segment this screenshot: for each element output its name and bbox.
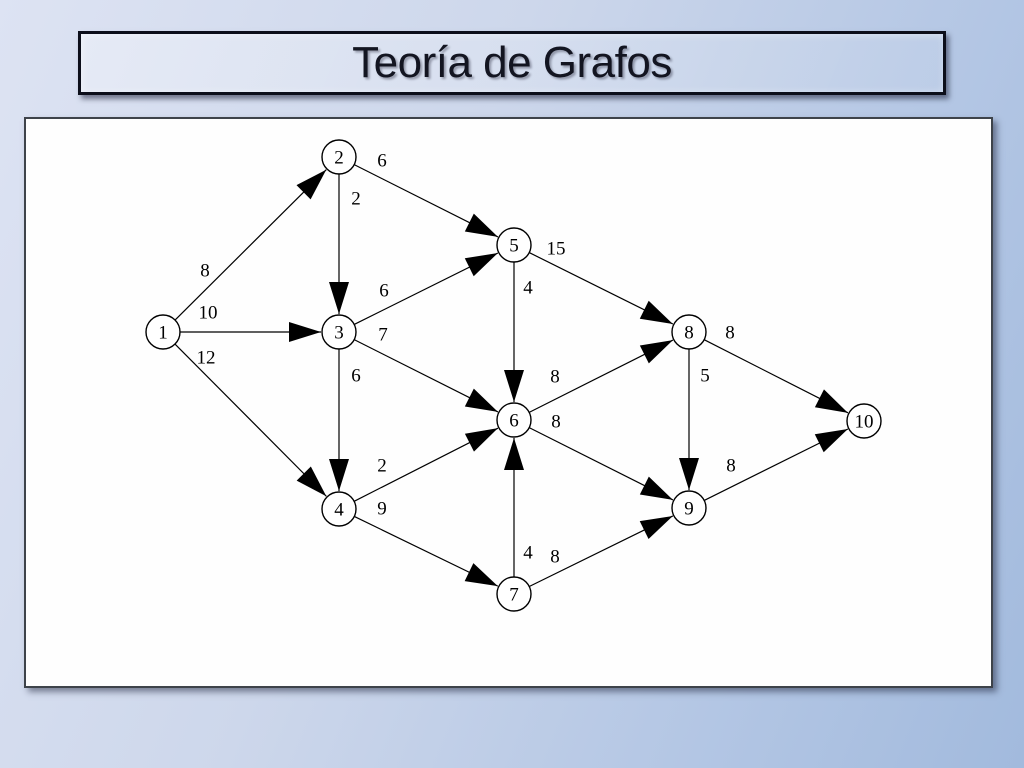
- arrowhead-icon-5-6: [504, 370, 524, 402]
- arrowhead-icon-6-9: [639, 476, 673, 500]
- edge-weight-4-7: 9: [377, 499, 387, 520]
- arrowhead-icon-8-10: [814, 389, 848, 413]
- node-label-8: 8: [684, 323, 694, 344]
- edge-weight-8-10: 8: [725, 323, 735, 344]
- graph-node-7: [496, 576, 532, 612]
- graph-node-1: [145, 314, 181, 350]
- graph-node-9: [671, 490, 707, 526]
- arrowhead-icon-2-5: [464, 213, 498, 237]
- graph-edge-1-2: [174, 169, 327, 321]
- edge-weight-2-3: 2: [351, 189, 361, 210]
- node-label-1: 1: [158, 323, 168, 344]
- node-label-4: 4: [334, 500, 344, 521]
- arrowhead-icon-3-6: [464, 388, 498, 412]
- node-label-7: 7: [509, 585, 519, 606]
- node-label-6: 6: [509, 411, 519, 432]
- graph-edge-1-4: [174, 343, 327, 497]
- arrowhead-icon-1-4: [296, 466, 327, 497]
- edge-weight-3-4: 6: [351, 366, 361, 387]
- graph-node-3: [321, 314, 357, 350]
- edge-weight-3-5: 6: [379, 281, 389, 302]
- arrowhead-icon-5-8: [639, 300, 673, 324]
- edge-weight-4-6: 2: [377, 456, 387, 477]
- edge-weight-1-3: 10: [199, 303, 218, 324]
- edge-weight-5-6: 4: [523, 278, 533, 299]
- graph-node-5: [496, 227, 532, 263]
- node-label-3: 3: [334, 323, 344, 344]
- edge-weight-8-9: 5: [700, 366, 710, 387]
- arrowhead-icon-3-4: [329, 459, 349, 491]
- graph-node-4: [321, 491, 357, 527]
- arrowhead-icon-7-9: [639, 515, 673, 540]
- graph-node-2: [321, 139, 357, 175]
- edge-weight-6-9: 8: [551, 412, 561, 433]
- edge-weight-7-9: 8: [550, 547, 560, 568]
- arrowhead-icon-1-3: [289, 322, 321, 342]
- arrowhead-icon-7-6: [504, 438, 524, 470]
- edge-weight-9-10: 8: [726, 456, 736, 477]
- graph-node-8: [671, 314, 707, 350]
- edge-weight-1-2: 8: [200, 261, 210, 282]
- node-label-10: 10: [855, 412, 874, 433]
- node-label-2: 2: [334, 148, 344, 169]
- arrowhead-icon-6-8: [639, 340, 673, 364]
- edge-weight-7-6: 4: [523, 543, 533, 564]
- arrowhead-icon-4-7: [464, 563, 498, 587]
- graph-node-6: [496, 402, 532, 438]
- title-bar: Teoría de Grafos: [78, 31, 946, 95]
- page-title: Teoría de Grafos: [352, 38, 672, 87]
- arrowhead-icon-1-2: [296, 169, 327, 200]
- edge-weight-6-8: 8: [550, 367, 560, 388]
- edge-weight-1-4: 12: [197, 348, 216, 369]
- node-label-9: 9: [684, 499, 694, 520]
- arrowhead-icon-9-10: [814, 429, 848, 453]
- arrowhead-icon-4-6: [464, 428, 498, 452]
- edge-weight-2-5: 6: [377, 151, 387, 172]
- arrowhead-icon-3-5: [464, 253, 498, 277]
- edge-weight-3-6: 7: [378, 325, 388, 346]
- arrowhead-icon-8-9: [679, 458, 699, 490]
- node-label-5: 5: [509, 236, 519, 257]
- graph-node-10: [846, 403, 882, 439]
- edge-weight-5-8: 15: [547, 239, 566, 260]
- arrowhead-icon-2-3: [329, 282, 349, 314]
